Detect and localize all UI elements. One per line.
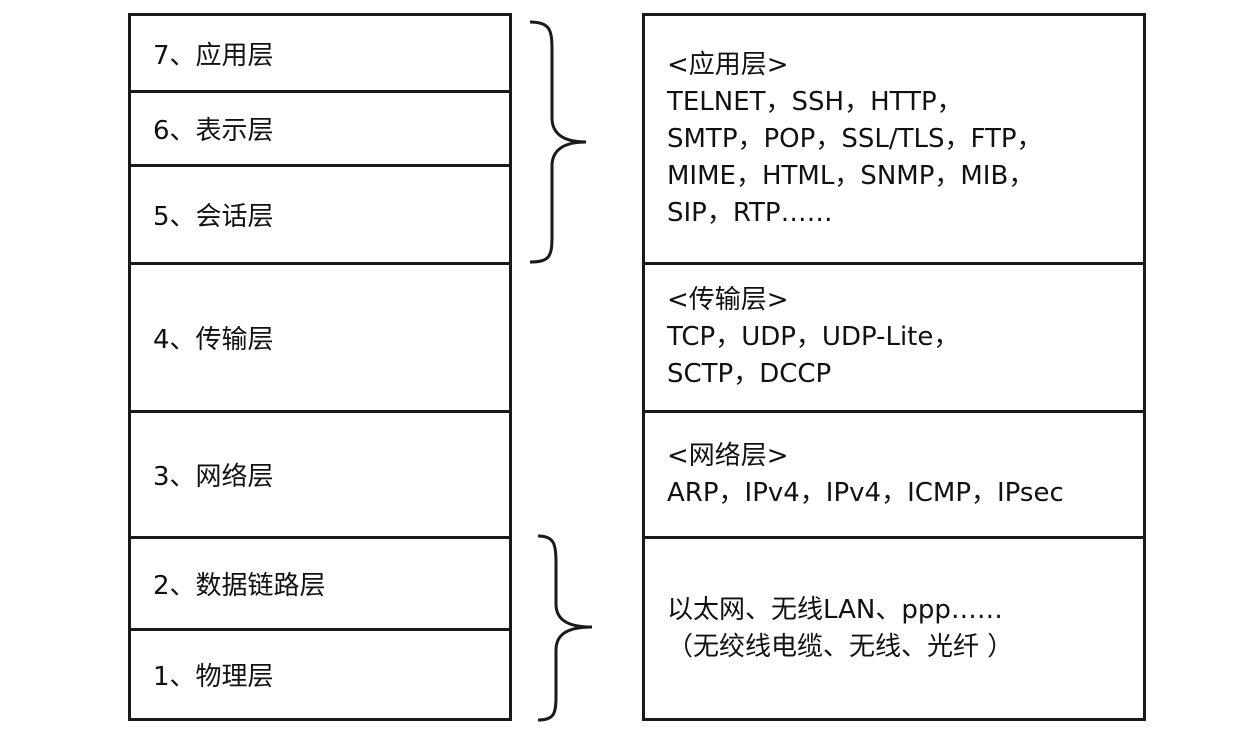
link-physical-line-2: （无绞线电缆、无线、光纤 ） <box>667 631 1014 662</box>
layer-5-cell: 5、会话层 <box>131 164 509 262</box>
application-title: <应用层> <box>667 49 789 80</box>
link-physical-protocols: 以太网、无线LAN、ppp…… （无绞线电缆、无线、光纤 ） <box>645 592 1013 666</box>
upper-brace <box>529 20 587 264</box>
layer-6-label: 6、表示层 <box>153 116 274 146</box>
transport-title: <传输层> <box>667 285 789 315</box>
layer-6-cell: 6、表示层 <box>131 90 509 164</box>
network-line-1: ARP，IPv4，IPv4，ICMP，IPsec <box>667 477 1064 508</box>
layer-7-cell: 7、应用层 <box>131 16 509 90</box>
layer-3-cell: 3、网络层 <box>131 410 509 536</box>
layer-2-label: 2、数据链路层 <box>153 571 326 601</box>
brace-connectors <box>529 20 593 722</box>
lower-brace <box>537 534 593 722</box>
application-protocols-cell: <应用层> TELNET，SSH，HTTP， SMTP，POP，SSL/TLS，… <box>645 16 1143 262</box>
protocol-stack: <应用层> TELNET，SSH，HTTP， SMTP，POP，SSL/TLS，… <box>642 13 1146 721</box>
transport-line-2: SCTP，DCCP <box>667 359 832 389</box>
application-protocols: <应用层> TELNET，SSH，HTTP， SMTP，POP，SSL/TLS，… <box>645 47 1043 232</box>
osi-layer-stack: 7、应用层 6、表示层 5、会话层 4、传输层 3、网络层 2、数据链路层 1、… <box>128 13 512 721</box>
layer-4-cell: 4、传输层 <box>131 262 509 410</box>
layer-2-cell: 2、数据链路层 <box>131 536 509 628</box>
application-line-1: TELNET，SSH，HTTP， <box>667 86 963 117</box>
network-protocols-cell: <网络层> ARP，IPv4，IPv4，ICMP，IPsec <box>645 410 1143 536</box>
layer-1-label: 1、物理层 <box>153 662 274 692</box>
layer-4-label: 4、传输层 <box>153 325 274 355</box>
link-physical-line-1: 以太网、无线LAN、ppp…… <box>667 594 1003 625</box>
network-protocols: <网络层> ARP，IPv4，IPv4，ICMP，IPsec <box>645 438 1064 512</box>
layer-5-label: 5、会话层 <box>153 202 274 232</box>
transport-line-1: TCP，UDP，UDP-Lite， <box>667 322 960 352</box>
application-line-3: MIME，HTML，SNMP，MIB， <box>667 160 1035 191</box>
application-line-4: SIP，RTP…… <box>667 197 833 228</box>
network-title: <网络层> <box>667 440 789 471</box>
layer-1-cell: 1、物理层 <box>131 628 509 718</box>
layer-7-label: 7、应用层 <box>153 40 274 71</box>
transport-protocols-cell: <传输层> TCP，UDP，UDP-Lite， SCTP，DCCP <box>645 262 1143 410</box>
layer-3-label: 3、网络层 <box>153 462 274 492</box>
transport-protocols: <传输层> TCP，UDP，UDP-Lite， SCTP，DCCP <box>645 282 959 393</box>
application-line-2: SMTP，POP，SSL/TLS，FTP， <box>667 123 1043 154</box>
link-physical-protocols-cell: 以太网、无线LAN、ppp…… （无绞线电缆、无线、光纤 ） <box>645 536 1143 718</box>
